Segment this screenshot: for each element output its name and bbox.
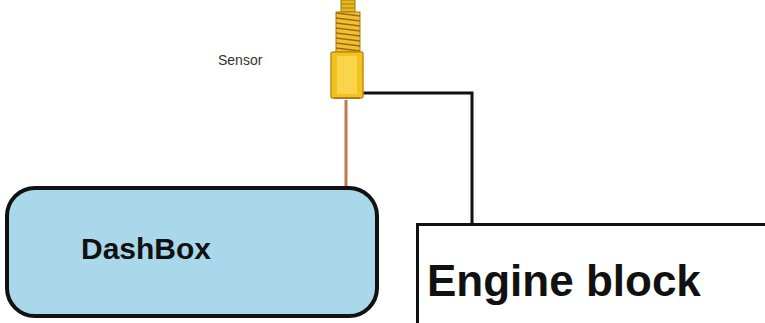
sensor-tip	[341, 0, 355, 12]
sensor-body	[331, 52, 363, 98]
engine-block: Engine block	[416, 223, 765, 323]
node-title: DashBox	[81, 232, 375, 266]
dashbox-unit: DashBox	[5, 186, 379, 318]
node-title: Engine block	[427, 256, 765, 306]
part-label: Sensor	[218, 52, 262, 68]
sensor-thread	[336, 12, 360, 52]
signal-wire	[345, 100, 348, 188]
